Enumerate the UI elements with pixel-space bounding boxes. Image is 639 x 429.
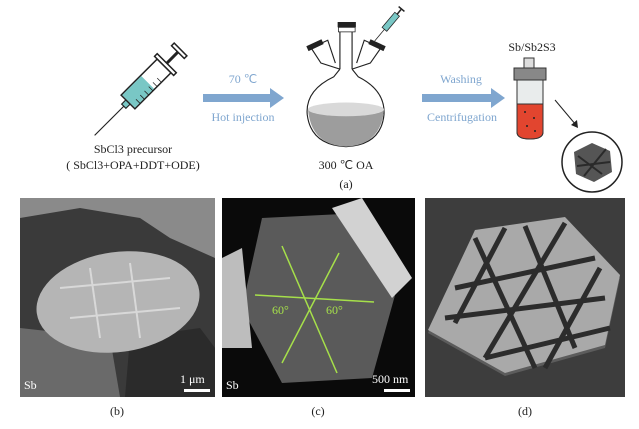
- scale-bar: [384, 389, 410, 392]
- panel-label-c: (c): [311, 404, 325, 418]
- tem-image-c: 60° 60° Sb 500 nm: [222, 198, 415, 397]
- material-label: Sb: [226, 378, 239, 392]
- step2-centrifugation: Centrifugation: [427, 110, 497, 124]
- step2-washing: Washing: [440, 72, 482, 86]
- precursor-components: ( SbCl3+OPA+DDT+ODE): [66, 158, 200, 172]
- arrow-icon: [422, 88, 505, 108]
- scale-bar-label: 500 nm: [372, 372, 409, 386]
- nanostructure-inset-icon: [561, 131, 623, 193]
- panel-label-a: (a): [339, 177, 353, 191]
- precursor-label: SbCl3 precursor: [93, 142, 173, 156]
- product-label: Sb/Sb2S3: [508, 40, 556, 54]
- sem-image-b: Sb 1 μm: [20, 198, 215, 397]
- panel-label-b: (b): [110, 404, 124, 418]
- syringe-icon: [94, 42, 188, 136]
- material-label: Sb: [24, 378, 37, 392]
- synthesis-scheme: [94, 5, 623, 193]
- step1-temperature: 70 ℃: [228, 72, 258, 86]
- angle-label: 60°: [272, 303, 289, 317]
- three-neck-flask-icon: [306, 5, 405, 148]
- centrifuge-tube-icon: [513, 57, 547, 140]
- scale-bar-label: 1 μm: [180, 372, 205, 386]
- flask-label: 300 ℃ OA: [318, 158, 374, 172]
- step1-method: Hot injection: [211, 110, 275, 124]
- arrow-icon: [203, 88, 284, 108]
- scale-bar: [184, 389, 210, 392]
- angle-label: 60°: [326, 303, 343, 317]
- panel-label-d: (d): [518, 404, 532, 418]
- model-render-d: [425, 198, 625, 397]
